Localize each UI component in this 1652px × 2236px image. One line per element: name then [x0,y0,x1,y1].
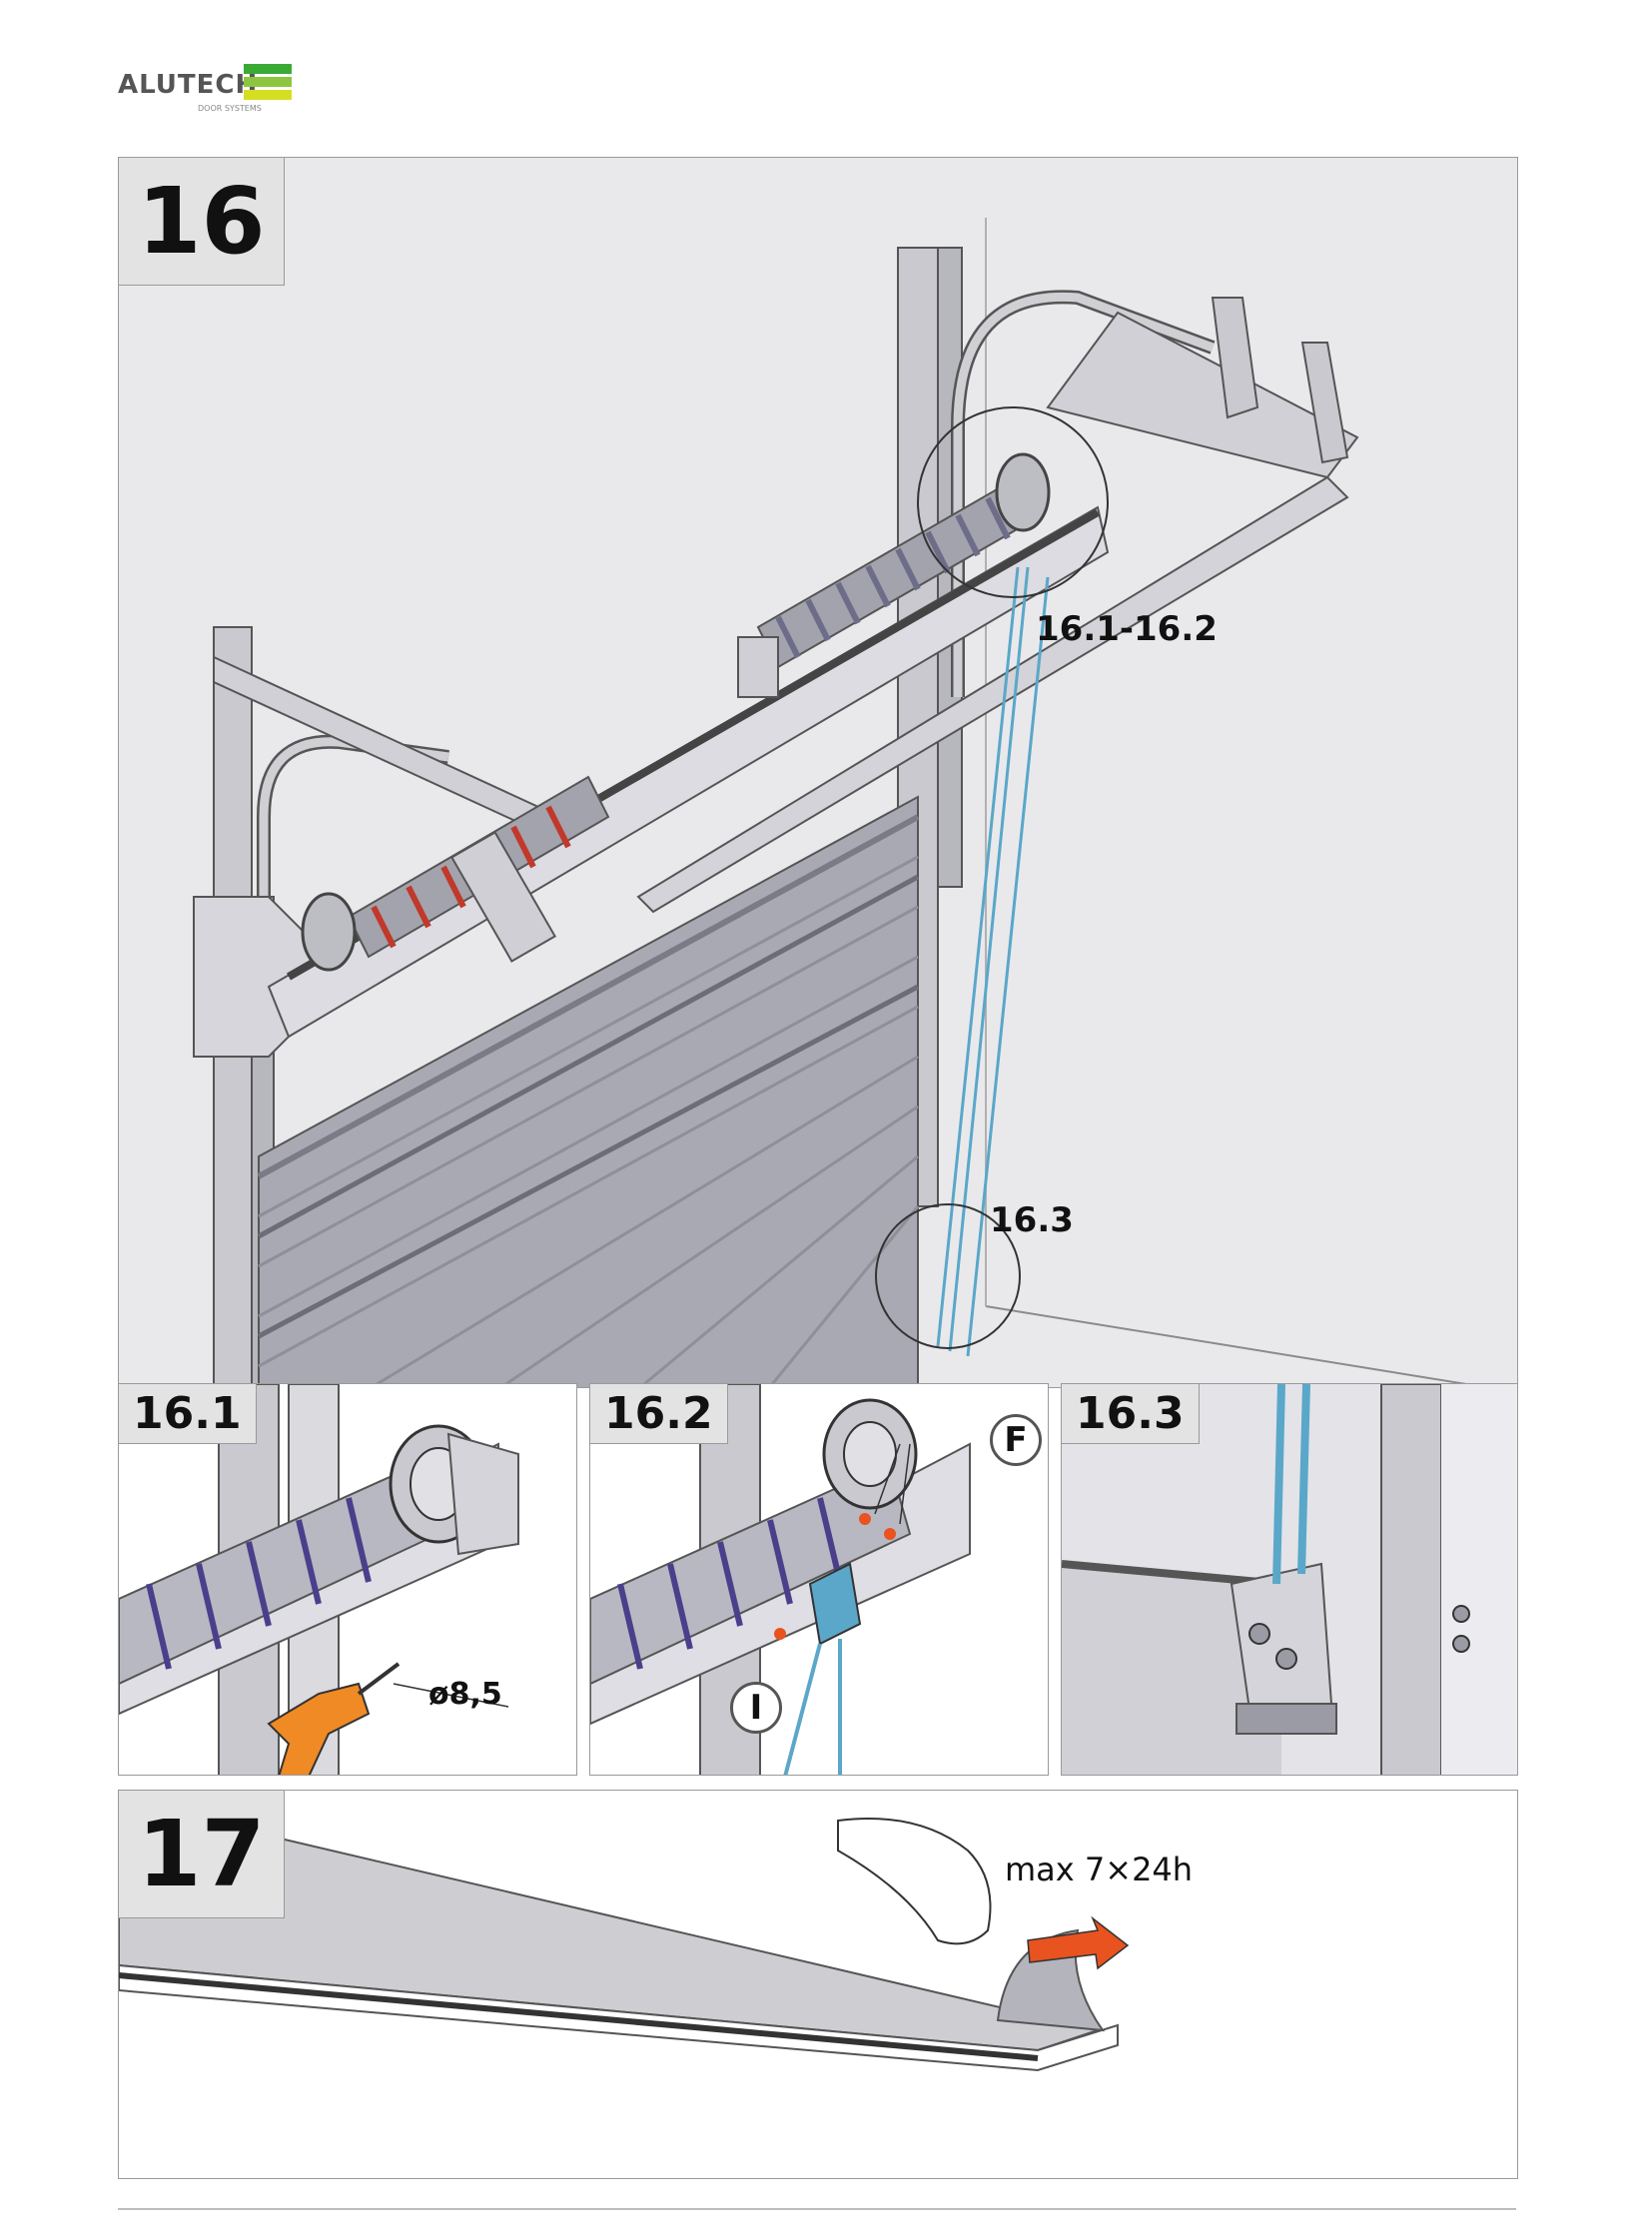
drill-size-label: ø8,5 [428,1677,502,1712]
drill-icon [267,1662,401,1775]
detail-16-2-frame: 16.2 F I [589,1383,1049,1776]
step-number-16: 16 [119,158,285,286]
detail-16-3-frame: 16.3 [1061,1383,1518,1776]
door-panel [257,795,920,1387]
detail-label-16-1: 16.1 [119,1384,257,1444]
marker-i: I [730,1682,782,1734]
detail-label-16-2: 16.2 [590,1384,728,1444]
step-number-17: 17 [119,1791,285,1918]
peeled-film-corner [996,1928,1106,2032]
detail-circle-16-3 [875,1203,1021,1349]
hand-icon [837,1818,992,1945]
film-removal-note: max 7×24h [1005,1851,1194,1888]
bottom-bracket-illustration [1062,1384,1517,1775]
film-peel-illustration [119,1799,1130,2072]
detail-circle-16-1 [917,406,1109,598]
right-torsion-spring [756,475,1040,669]
drill-detail-illustration [119,1384,519,1775]
detail-16-1-frame: 16.1 ø8,5 [118,1383,577,1776]
logo-stripes-icon [244,64,292,110]
brand-subtitle: DOOR SYSTEMS [198,104,262,113]
brand-name: ALUTECH [118,70,259,100]
cable-clamp-icon [808,1562,862,1646]
step-17-frame: 17 max 7×24h [118,1790,1518,2179]
step-16-frame: 16 16.1-16.2 16.3 [118,157,1518,1388]
footer-divider [118,2208,1516,2210]
arrow-right-icon [1027,1915,1130,1970]
callout-16-1-16-2: 16.1-16.2 [1036,609,1218,649]
callout-16-3: 16.3 [990,1200,1074,1240]
detail-label-16-3: 16.3 [1062,1384,1200,1444]
marker-f: F [990,1414,1042,1466]
door-assembly-illustration [193,218,1491,1387]
spring-coil [590,1462,912,1686]
brand-logo: ALUTECH DOOR SYSTEMS [118,60,298,120]
